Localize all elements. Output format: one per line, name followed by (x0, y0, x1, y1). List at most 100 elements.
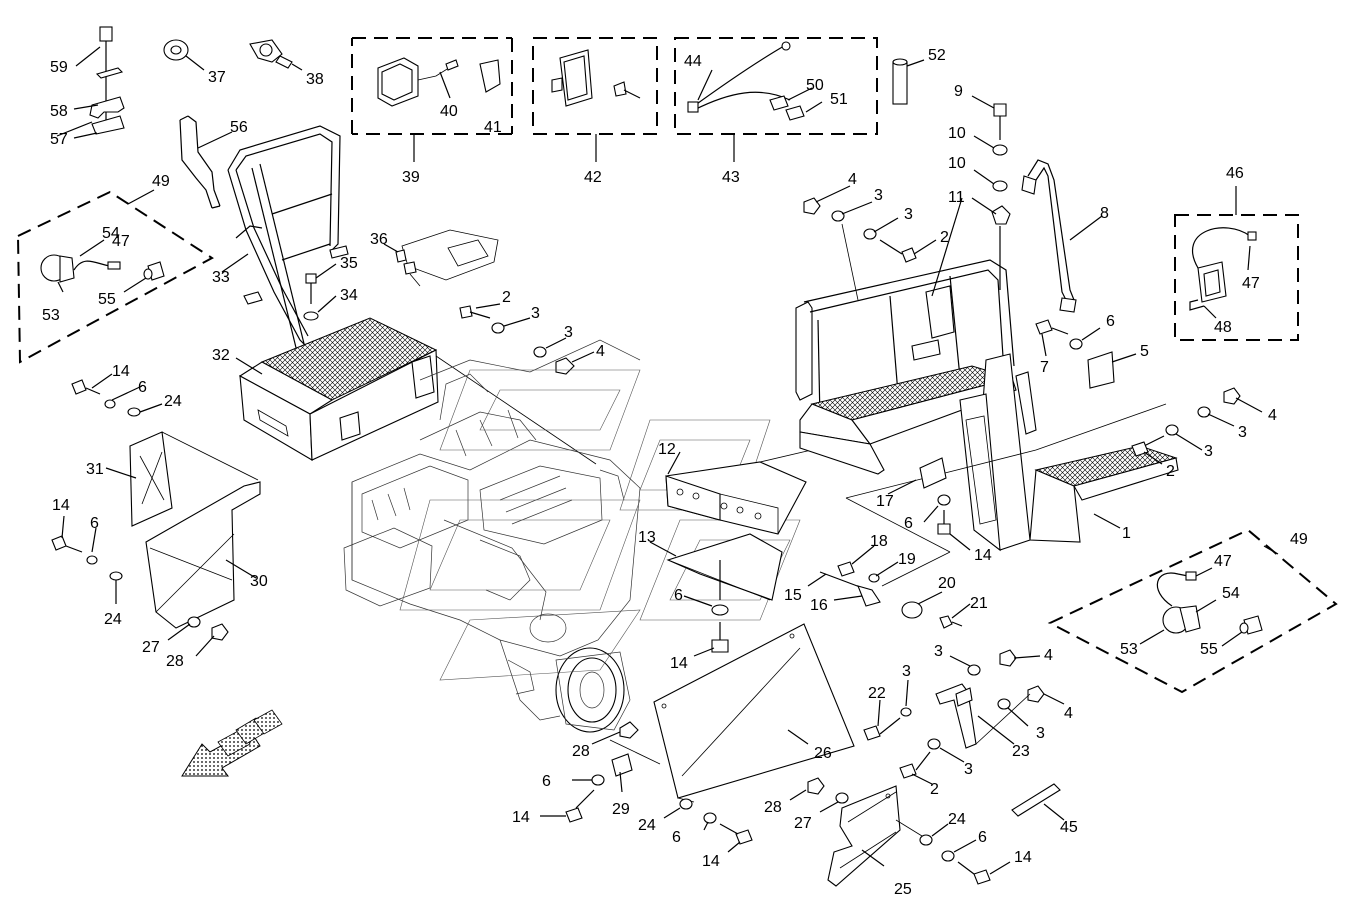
fasteners-4-3-3-2-upper-right (803, 185, 937, 301)
callout-3: 3 (1204, 443, 1213, 460)
callout-17: 17 (876, 493, 894, 510)
callout-44: 44 (684, 53, 702, 70)
bracket-12 (665, 447, 821, 535)
callout-54: 54 (1222, 585, 1240, 602)
kit-box-49-left (16, 190, 214, 364)
callout-39: 39 (402, 169, 420, 186)
kit-box-46 (1174, 214, 1299, 341)
callout-6: 6 (672, 829, 681, 846)
callout-37: 37 (208, 69, 226, 86)
callout-2: 2 (930, 781, 939, 798)
callout-30: 30 (250, 573, 268, 590)
callout-24: 24 (104, 611, 122, 628)
callout-24: 24 (948, 811, 966, 828)
callout-3: 3 (874, 187, 883, 204)
callout-6: 6 (542, 773, 551, 790)
callout-9: 9 (954, 83, 963, 100)
callout-10: 10 (948, 155, 966, 172)
kit-box-43 (674, 37, 878, 135)
callout-14: 14 (112, 363, 130, 380)
callout-55: 55 (98, 291, 116, 308)
bracket-30 (145, 481, 261, 629)
callout-28: 28 (572, 743, 590, 760)
callout-29: 29 (612, 801, 630, 818)
bracket-25 (789, 777, 923, 887)
callout-3: 3 (564, 324, 573, 341)
callout-4: 4 (596, 343, 605, 360)
callout-14: 14 (512, 809, 530, 826)
callout-28: 28 (764, 799, 782, 816)
callout-14: 14 (1014, 849, 1032, 866)
panel-26 (653, 623, 855, 803)
kit-box-39 (351, 37, 513, 135)
callout-31: 31 (86, 461, 104, 478)
callout-47: 47 (1214, 553, 1232, 570)
callout-57: 57 (50, 131, 68, 148)
callout-50: 50 (806, 77, 824, 94)
callouts: 1 2 2 2 2 3 3 3 3 3 3 3 3 3 3 4 4 4 4 4 … (42, 47, 1308, 898)
callout-28: 28 (166, 653, 184, 670)
callout-58: 58 (50, 103, 68, 120)
callout-26: 26 (814, 745, 832, 762)
kit-box-49-right (1047, 528, 1338, 694)
callout-54: 54 (102, 225, 120, 242)
callout-12: 12 (658, 441, 676, 458)
callout-49: 49 (1290, 531, 1308, 548)
handle-56 (179, 115, 233, 209)
callout-19: 19 (898, 551, 916, 568)
callout-5: 5 (1140, 343, 1149, 360)
fasteners-14-6-24-upper (71, 373, 163, 417)
callout-6: 6 (90, 515, 99, 532)
callout-51: 51 (830, 91, 848, 108)
callout-33: 33 (212, 269, 230, 286)
harness-43 (687, 41, 823, 121)
callout-27: 27 (142, 639, 160, 656)
panel-31 (105, 431, 259, 527)
bolt-35-washer-34 (303, 263, 337, 321)
fasteners-24-6-14-right (919, 823, 1011, 885)
bracket-36 (383, 229, 499, 287)
callout-3: 3 (531, 305, 540, 322)
callout-3: 3 (1036, 725, 1045, 742)
callout-43: 43 (722, 169, 740, 186)
callout-41: 41 (484, 119, 502, 136)
callout-11: 11 (948, 189, 965, 206)
callout-6: 6 (904, 515, 913, 532)
fasteners-6-14-mid-right (923, 494, 971, 551)
callout-32: 32 (212, 347, 230, 364)
callout-22: 22 (868, 685, 886, 702)
clip-29 (540, 721, 661, 823)
callout-35: 35 (340, 255, 358, 272)
callout-49: 49 (152, 173, 170, 190)
fasteners-7-6-5 (1035, 319, 1137, 389)
machine-frame (343, 339, 641, 733)
callout-53: 53 (1120, 641, 1138, 658)
mirror-42 (551, 49, 641, 107)
callout-20: 20 (938, 575, 956, 592)
lamp-kit-49-right (1139, 567, 1263, 647)
callout-48: 48 (1214, 319, 1232, 336)
callout-59: 59 (50, 59, 68, 76)
washer-37 (163, 39, 205, 71)
fasteners-14-6-24-lower (51, 515, 123, 604)
callout-8: 8 (1100, 205, 1109, 222)
ladder-33 (221, 125, 349, 365)
callout-34: 34 (340, 287, 358, 304)
callout-14: 14 (52, 497, 70, 514)
fasteners-24-6-14-bottom (663, 798, 753, 853)
callout-21: 21 (970, 595, 988, 612)
direction-arrow (181, 709, 283, 777)
callout-4: 4 (848, 171, 857, 188)
lamp-kit-46 (1189, 186, 1257, 319)
lamp-40 (377, 57, 459, 107)
fasteners-27-28-left (167, 616, 229, 657)
callout-4: 4 (1044, 647, 1053, 664)
clamp-38 (249, 39, 303, 71)
callout-7: 7 (1040, 359, 1049, 376)
callout-18: 18 (870, 533, 888, 550)
tray-13 (649, 533, 783, 657)
callout-23: 23 (1012, 743, 1030, 760)
callout-14: 14 (974, 547, 992, 564)
callout-6: 6 (138, 379, 147, 396)
callout-2: 2 (1166, 463, 1175, 480)
